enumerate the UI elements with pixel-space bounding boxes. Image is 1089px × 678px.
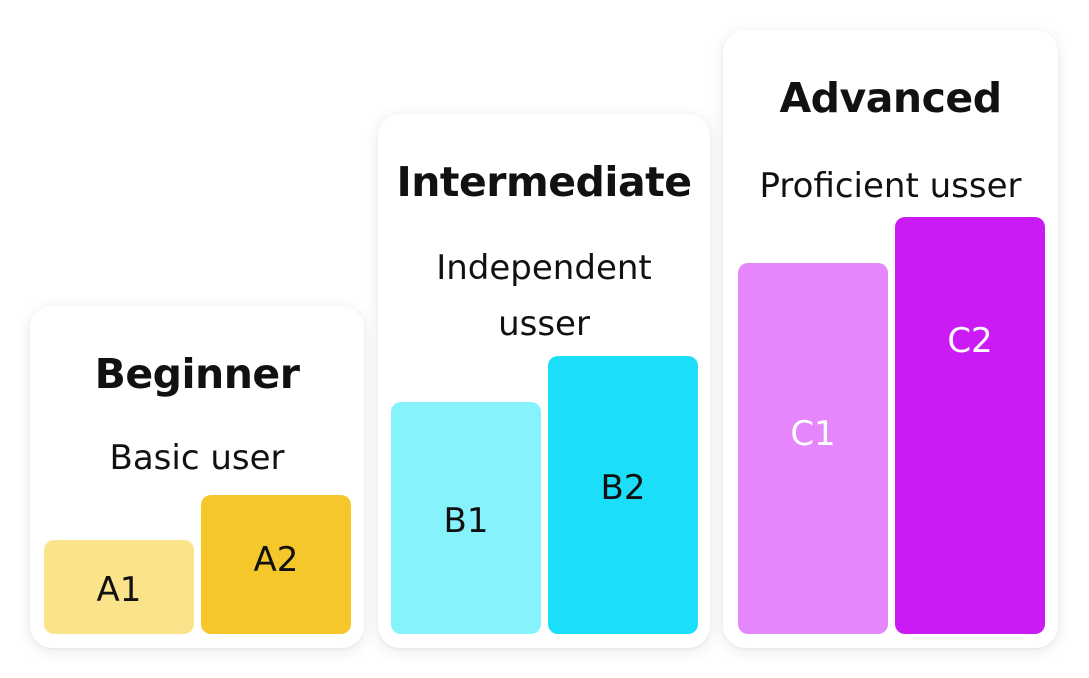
level-title: Intermediate (396, 158, 692, 206)
bar-label: A1 (96, 570, 142, 610)
intermediate-card: Intermediate Independent usser B1 B2 (378, 114, 710, 648)
bar-label: C1 (790, 413, 836, 454)
bar-c2: C2 (895, 217, 1045, 634)
bar-label: A2 (253, 539, 299, 580)
bar-c1: C1 (738, 263, 888, 634)
bar-label: B1 (443, 501, 489, 541)
level-title: Beginner (94, 350, 300, 398)
bar-label: B2 (600, 468, 646, 508)
bar-a2: A2 (201, 495, 351, 634)
bar-label: C2 (947, 320, 993, 361)
level-subtitle: Independent usser (436, 248, 652, 345)
beginner-card: Beginner Basic user A1 A2 (30, 306, 364, 648)
level-title: Advanced (779, 74, 1002, 122)
bar-a1: A1 (44, 540, 194, 634)
level-subtitle: Proficient usser (759, 166, 1022, 206)
level-subtitle: Basic user (109, 438, 285, 478)
advanced-card: Advanced Proficient usser C1 C2 (723, 30, 1058, 648)
bar-b1: B1 (391, 402, 541, 634)
bar-b2: B2 (548, 356, 698, 634)
